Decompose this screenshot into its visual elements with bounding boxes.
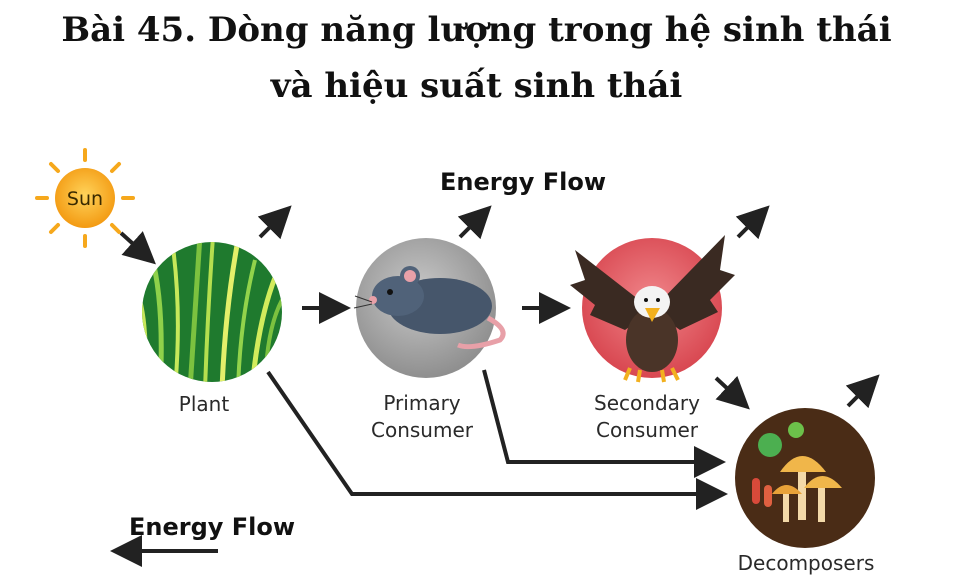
arrow-primary-to-decomposer bbox=[482, 369, 726, 478]
arrow-plant-energy-loss bbox=[257, 205, 292, 240]
primary-consumer-node: Primary Consumer bbox=[353, 238, 506, 442]
mushroom-icon bbox=[752, 422, 842, 522]
sun-label: Sun bbox=[67, 188, 103, 210]
plant-label: Plant bbox=[179, 392, 230, 416]
arrow-primary-energy-loss bbox=[457, 205, 492, 240]
arrow-sun-to-plant bbox=[119, 231, 156, 265]
mouse-icon bbox=[353, 266, 506, 350]
secondary-consumer-node: Secondary Consumer bbox=[570, 235, 735, 442]
sun-icon: Sun bbox=[35, 148, 135, 248]
decomposers-node: Decomposers bbox=[735, 408, 875, 575]
arrow-plant-to-decomposer bbox=[266, 370, 728, 510]
page-title-line-2: và hiệu suất sinh thái bbox=[270, 66, 683, 106]
secondary-consumer-label-line-1: Secondary bbox=[594, 391, 700, 415]
decomposers-label: Decomposers bbox=[738, 551, 875, 575]
arrow-decomposer-energy-loss bbox=[845, 374, 880, 409]
eagle-icon bbox=[570, 235, 735, 383]
arrow-secondary-energy-loss bbox=[735, 205, 770, 240]
energy-flow-top-label: Energy Flow bbox=[440, 168, 606, 196]
primary-consumer-label-line-2: Consumer bbox=[371, 418, 474, 442]
page-title-line-1: Bài 45. Dòng năng lượng trong hệ sinh th… bbox=[61, 10, 892, 50]
primary-consumer-label-line-1: Primary bbox=[383, 391, 460, 415]
secondary-consumer-label-line-2: Consumer bbox=[596, 418, 699, 442]
plant-node: Plant bbox=[142, 242, 282, 416]
arrow-secondary-to-decomposer bbox=[714, 375, 750, 410]
energy-flow-bottom-label: Energy Flow bbox=[129, 513, 295, 541]
